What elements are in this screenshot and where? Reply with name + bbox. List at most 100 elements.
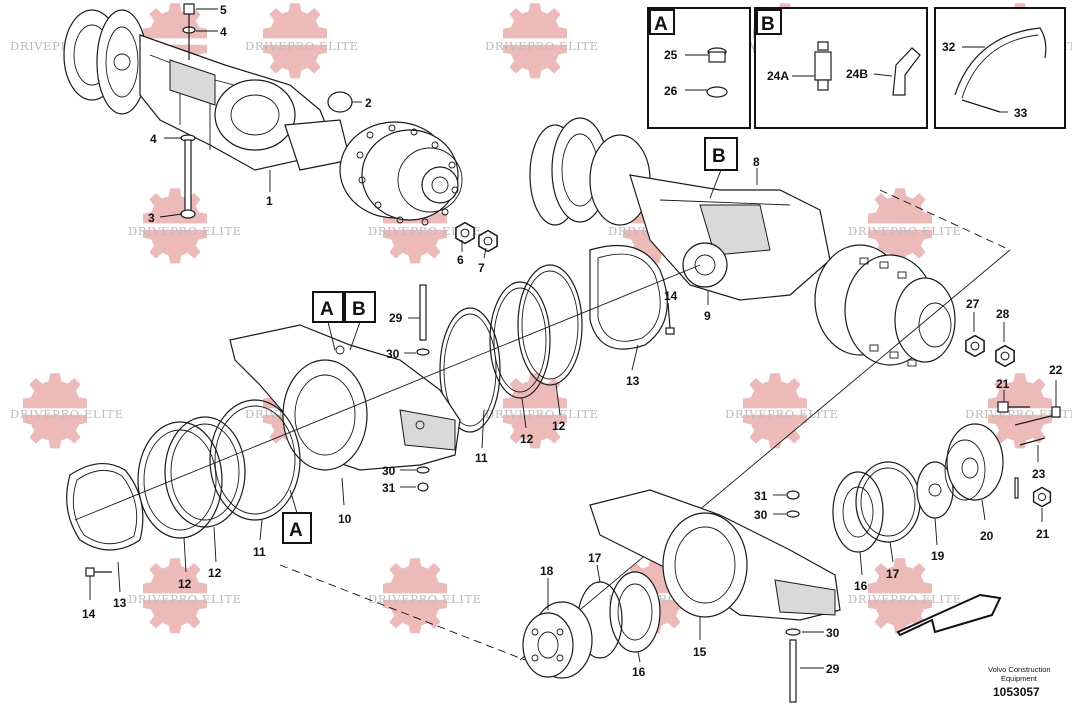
callout-b-rear <box>704 137 738 171</box>
hex-bolt-icon <box>455 221 475 245</box>
part-label-7: 7 <box>478 261 485 275</box>
watermark-text: DRIVEPRO ELITE <box>368 224 482 238</box>
assembly-axis-line <box>74 264 701 521</box>
part-label-25: 25 <box>664 48 678 62</box>
hex-nut-icon <box>1032 486 1052 508</box>
brand-line-2: Equipment <box>1001 674 1038 683</box>
assembly-axis-line <box>519 249 1011 661</box>
part-label-19: 19 <box>931 549 945 563</box>
watermark-text: DRIVEPRO ELITE <box>128 224 242 238</box>
part-label-31-lower: 31 <box>754 489 768 503</box>
part-labels: 5 4 2 4 1 3 6 7 8 9 14 13 27 28 29 30 30… <box>82 3 1063 679</box>
bearing-parts-lower <box>522 571 661 679</box>
bolt-stack-top <box>182 3 196 60</box>
direction-arrow-icon <box>896 593 1002 637</box>
part-label-9: 9 <box>704 309 711 323</box>
dashed-path-line <box>879 189 1011 251</box>
part-label-24a: 24A <box>767 69 789 83</box>
part-label-33: 33 <box>1014 106 1028 120</box>
part-label-23: 23 <box>1032 467 1046 481</box>
part-label-30-bottom: 30 <box>826 626 840 640</box>
part-label-12-left-b: 12 <box>178 577 192 591</box>
part-label-16-lower: 16 <box>632 665 646 679</box>
watermark-text: DRIVEPRO ELITE <box>10 407 124 421</box>
screw-14-center <box>665 302 675 335</box>
watermark-text: DRIVEPRO ELITE <box>725 407 839 421</box>
hex-nut-icon <box>995 344 1015 368</box>
part-label-3: 3 <box>148 211 155 225</box>
document-number: 1053057 <box>993 685 1040 699</box>
part-label-20: 20 <box>980 529 994 543</box>
part-label-30-mid: 30 <box>382 464 396 478</box>
part-label-18: 18 <box>540 564 554 578</box>
shim-plate-upper <box>589 244 668 350</box>
part-label-28: 28 <box>996 307 1010 321</box>
inset-b-panel: B 24A 24B <box>754 7 928 129</box>
inset-a-frame <box>647 7 751 129</box>
hex-nut-icon <box>478 229 498 253</box>
part-label-14-center: 14 <box>664 289 678 303</box>
watermark-text: DRIVEPRO ELITE <box>245 39 359 53</box>
bearing-parts-right <box>832 423 1004 553</box>
screws-flange <box>997 401 1061 508</box>
part-label-29-upper: 29 <box>389 311 403 325</box>
watermark-text: DRIVEPRO ELITE <box>485 407 599 421</box>
footer-block: Volvo Construction Equipment 1053057 <box>988 665 1051 699</box>
dashed-path-line <box>279 564 526 661</box>
watermark-text: DRIVEPRO ELITE <box>848 592 962 606</box>
part-label-1: 1 <box>266 194 273 208</box>
part-label-4b: 4 <box>150 132 157 146</box>
part-label-11-center: 11 <box>475 451 488 465</box>
inset-b-tag <box>756 9 782 35</box>
rear-axle-assembly <box>529 117 956 367</box>
part-label-17-lower: 17 <box>588 551 602 565</box>
oring-set-left <box>66 399 301 551</box>
part-label-30-upper: 30 <box>386 347 400 361</box>
part-label-10: 10 <box>338 512 352 526</box>
watermark-text: DRIVEPRO ELITE <box>848 224 962 238</box>
watermark-text: DRIVEPRO ELITE <box>128 592 242 606</box>
brand-line-1: Volvo Construction <box>988 665 1051 674</box>
part-label-32: 32 <box>942 40 956 54</box>
part-label-2: 2 <box>365 96 372 110</box>
part-label-13-center: 13 <box>626 374 640 388</box>
part-label-11-left: 11 <box>253 545 266 559</box>
front-axle-assembly <box>63 9 463 226</box>
bolt-29-upper <box>416 284 430 492</box>
part-label-4: 4 <box>220 25 227 39</box>
part-label-12-center-b: 12 <box>552 419 566 433</box>
part-label-27: 27 <box>966 297 980 311</box>
part-label-6: 6 <box>457 253 464 267</box>
part-label-29-bottom: 29 <box>826 662 840 676</box>
part-label-12-left-a: 12 <box>208 566 222 580</box>
part-label-12-center-a: 12 <box>520 432 534 446</box>
long-bolt-left <box>180 134 196 219</box>
part-label-15: 15 <box>693 645 707 659</box>
part-label-26: 26 <box>664 84 678 98</box>
callout-b-upper-label: B <box>352 299 366 320</box>
trunnion-bracket-upper <box>229 324 461 471</box>
part-label-17-right: 17 <box>886 567 900 581</box>
callout-b-rear-label: B <box>712 146 726 167</box>
callout-a-lower-label: A <box>289 520 303 541</box>
callout-b-upper <box>344 291 376 323</box>
part-label-21-top: 21 <box>996 377 1010 391</box>
hex-bolt-icon <box>965 334 985 358</box>
callout-tags: B A B A <box>282 137 738 544</box>
inset-a-tag <box>649 9 675 35</box>
oring-set-center <box>439 264 583 433</box>
inset-a-label: A <box>654 14 668 35</box>
bolt-29-lower <box>785 490 801 703</box>
watermark-text: DRIVEPRO ELITE <box>368 592 482 606</box>
part-label-30-lower: 30 <box>754 508 768 522</box>
trunnion-bracket-lower <box>589 489 841 621</box>
part-label-22: 22 <box>1049 363 1063 377</box>
screw-14-left <box>85 567 112 577</box>
part-label-8: 8 <box>753 155 760 169</box>
callout-a-upper <box>312 291 344 323</box>
part-label-31-mid: 31 <box>382 481 396 495</box>
watermark-text: DRIVEPRO ELITE <box>485 39 599 53</box>
part-label-24b: 24B <box>846 67 868 81</box>
part-label-13-left: 13 <box>113 596 127 610</box>
